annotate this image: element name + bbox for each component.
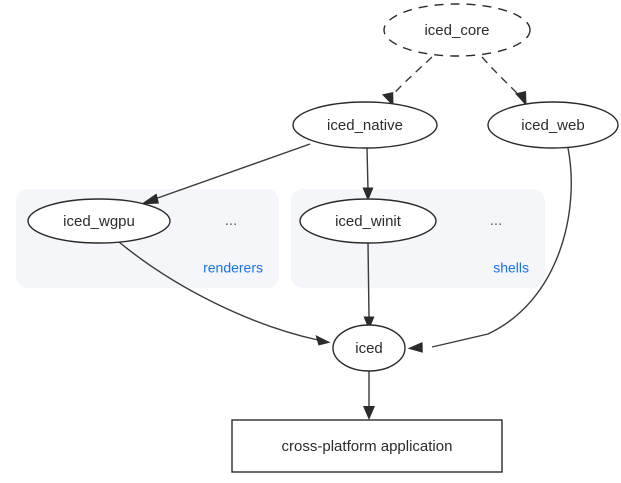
edge-iced-winit-to-iced-arrowhead — [363, 316, 375, 330]
edge-iced-native-to-iced-winit-line — [366, 147, 369, 191]
node-iced-winit-label: iced_winit — [335, 213, 402, 230]
node-iced[interactable]: iced — [332, 324, 406, 372]
edge-iced-core-to-iced-web — [481, 56, 527, 106]
node-iced-web-ellipse[interactable] — [487, 101, 619, 149]
cluster-shells-label: shells — [493, 260, 529, 276]
node-iced-native[interactable]: iced_native — [292, 101, 438, 149]
edge-iced-to-application-arrowhead — [363, 406, 375, 420]
node-iced-winit[interactable]: iced_winit — [299, 198, 437, 244]
edge-iced-core-to-iced-native-line — [389, 56, 433, 99]
node-iced-core-label: iced_core — [424, 22, 489, 39]
edge-iced-native-to-iced-wgpu-arrowhead — [140, 193, 159, 205]
edge-iced-wgpu-to-iced-line — [118, 241, 319, 341]
cluster-renderers-ellipsis: ... — [225, 212, 238, 229]
edge-iced-native-to-iced-winit-arrowhead — [362, 187, 374, 201]
edge-iced-wgpu-to-iced — [118, 241, 331, 346]
node-iced-core-ellipse[interactable] — [383, 3, 531, 57]
node-cross-platform-application-rect[interactable] — [231, 419, 503, 473]
edge-iced-wgpu-to-iced-arrowhead — [315, 335, 331, 346]
edge-iced-native-to-iced-wgpu-line — [151, 143, 311, 201]
edge-iced-to-application — [363, 371, 375, 420]
edge-iced-web-to-iced-line — [431, 147, 572, 348]
edge-iced-winit-to-iced — [363, 242, 375, 330]
edge-iced-core-to-iced-web-line — [481, 56, 523, 99]
edge-iced-web-to-iced-arrowhead — [407, 342, 423, 353]
node-iced-wgpu-ellipse[interactable] — [27, 198, 171, 244]
node-iced-wgpu-label: iced_wgpu — [63, 213, 135, 230]
edge-iced-winit-to-iced-line — [367, 242, 370, 319]
node-iced-core[interactable]: iced_core — [383, 3, 531, 57]
cluster-shells-ellipsis: ... — [490, 212, 503, 229]
node-iced-wgpu[interactable]: iced_wgpu — [27, 198, 171, 244]
node-iced-web-label: iced_web — [521, 117, 584, 134]
node-iced-web[interactable]: iced_web — [487, 101, 619, 149]
node-cross-platform-application-label: cross-platform application — [282, 438, 453, 455]
node-iced-native-label: iced_native — [327, 117, 403, 134]
edge-iced-web-to-iced — [407, 147, 572, 353]
edge-iced-core-to-iced-native — [382, 56, 433, 107]
edge-iced-core-to-iced-web-arrowhead — [515, 91, 527, 106]
cluster-renderers-label: renderers — [203, 260, 263, 276]
node-cross-platform-application[interactable]: cross-platform application — [231, 419, 503, 473]
node-iced-ellipse[interactable] — [332, 324, 406, 372]
node-iced-label: iced — [355, 340, 383, 357]
node-iced-winit-ellipse[interactable] — [299, 198, 437, 244]
node-iced-native-ellipse[interactable] — [292, 101, 438, 149]
edge-iced-native-to-iced-wgpu — [140, 143, 311, 205]
edge-iced-native-to-iced-winit — [362, 147, 374, 201]
